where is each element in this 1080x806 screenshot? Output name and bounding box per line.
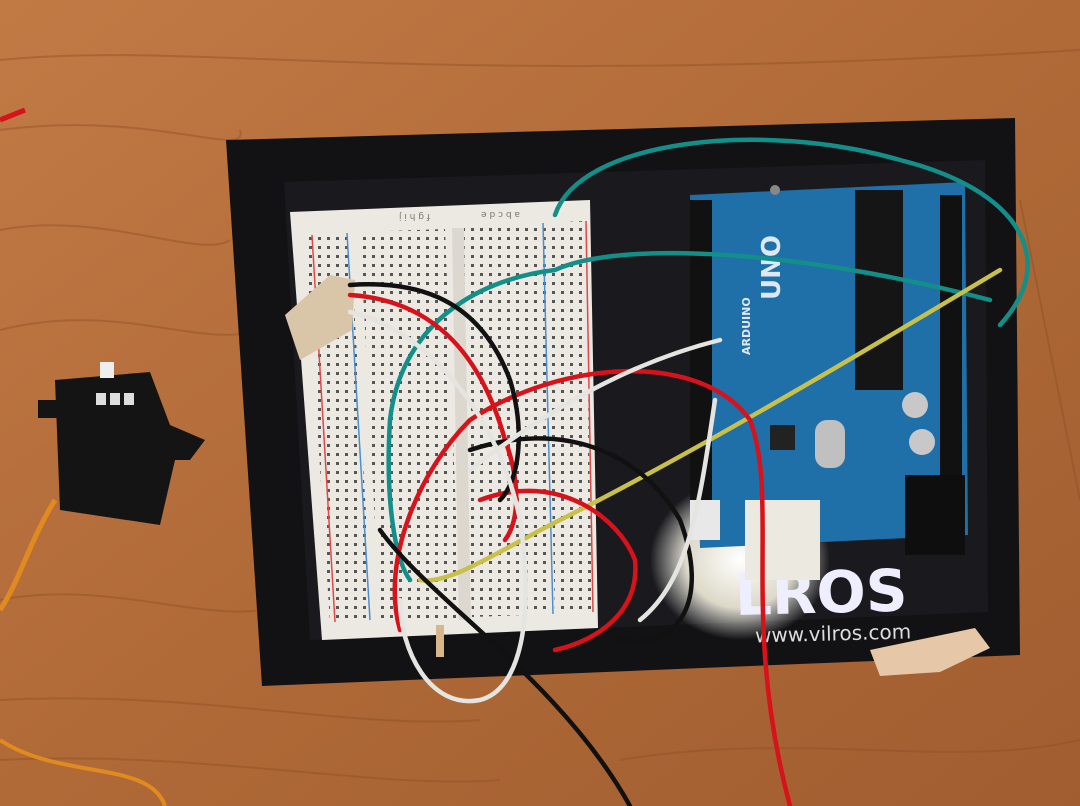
red-wire-2 xyxy=(392,368,793,806)
capacitor xyxy=(909,429,935,455)
white-wire-2 xyxy=(467,337,723,623)
column-labels-left: f g h i j xyxy=(399,211,430,221)
wood-grain xyxy=(0,49,1080,783)
digital-header xyxy=(690,200,712,520)
tray-url-text: www.vilros.com xyxy=(755,619,912,647)
crystal xyxy=(815,420,845,468)
teal-wire-1 xyxy=(552,137,1030,328)
usb-port xyxy=(745,500,820,580)
black-wire-2 xyxy=(467,436,695,644)
teal-wire-2 xyxy=(386,250,993,583)
breadboard: f g h i j a b c d e xyxy=(290,200,598,640)
arduino-brand-label: ARDUINO xyxy=(740,297,753,355)
servo-motor xyxy=(0,107,205,806)
resistor xyxy=(436,625,444,657)
capacitor xyxy=(902,392,928,418)
microcontroller-chip xyxy=(855,190,903,390)
yellow-wire xyxy=(417,267,1003,583)
black-wire-1 xyxy=(347,282,633,806)
wire-connector xyxy=(285,275,355,360)
power-jack xyxy=(905,475,965,555)
arduino-uno-board: UNO ARDUINO xyxy=(690,182,968,580)
column-labels-right: a b c d e xyxy=(481,209,520,219)
white-wire-1 xyxy=(347,309,528,704)
masking-tape xyxy=(870,628,990,676)
arduino-model-label: UNO xyxy=(757,235,787,300)
servo-cable xyxy=(0,498,58,612)
analog-header xyxy=(940,195,962,475)
